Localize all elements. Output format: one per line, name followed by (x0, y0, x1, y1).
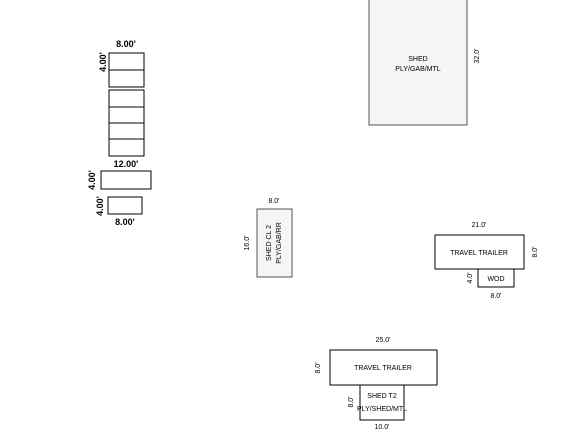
stack-box-bottom (107, 196, 143, 215)
stack-mid-height: 4.00' (87, 170, 97, 190)
tt2-dim-top: 25.0' (376, 337, 391, 344)
wod-dim-bottom: 8.0' (490, 293, 501, 300)
wod-label: WOD (487, 276, 504, 283)
tt2-outline (329, 349, 438, 386)
stack-bottom-width: 8.00' (115, 217, 135, 227)
stack-box-4 (108, 106, 145, 124)
wod-outline (477, 268, 515, 288)
tt1-dim-top: 21.0' (472, 222, 487, 229)
shed-cl2-dim-top: 8.0' (268, 198, 279, 205)
shed-main-outline (368, 0, 468, 126)
travel-trailer-1: 21.0' TRAVEL TRAILER 8.0' WOD 4.0' 8.0' (434, 222, 539, 300)
stack-box-2 (108, 69, 145, 88)
shed-main-line1: SHED (408, 56, 427, 63)
shed-main-dim-side: 32.0' (474, 49, 481, 64)
stack-box-5 (108, 122, 145, 140)
shed-main: SHED PLY/GAB/MTL 32.0' (368, 0, 481, 126)
stack-box-wide (100, 170, 152, 190)
shed-t2-outline (359, 384, 405, 421)
shed-t2-line1: SHED T2 (367, 393, 397, 400)
tt1-label: TRAVEL TRAILER (450, 250, 508, 257)
tt1-dim-side: 8.0' (532, 246, 539, 257)
shed-t2-dim-side: 8.0' (348, 396, 355, 407)
stack-box-3 (108, 89, 145, 108)
stack-box-6 (108, 138, 145, 157)
shed-cl2-line2: PLY/GAB/RR (276, 222, 283, 264)
wod-dim-side: 4.0' (467, 272, 474, 283)
shed-cl2-line1: SHED CL 2 (266, 225, 273, 261)
tt2-label: TRAVEL TRAILER (354, 365, 412, 372)
shed-cl2-dim-side: 16.0' (244, 236, 251, 251)
tt1-outline (434, 234, 525, 270)
shed-cl2: 8.0' 16.0' SHED CL 2 PLY/GAB/RR (244, 198, 293, 278)
stack-mid-width: 12.00' (114, 159, 139, 169)
travel-trailer-2: 25.0' TRAVEL TRAILER 8.0' SHED T2 PLY/SH… (315, 337, 438, 431)
stack-top-height: 4.00' (98, 52, 108, 72)
shed-cl2-outline (256, 208, 293, 278)
tt2-dim-side: 8.0' (315, 362, 322, 373)
stack-top-width: 8.00' (116, 39, 136, 49)
shed-t2-dim-bottom: 10.0' (375, 424, 390, 431)
stack-bottom-height: 4.00' (95, 196, 105, 216)
stacked-boxes: 8.00' 4.00' 12.00' 4.00' 4.00' 8.00' (87, 39, 152, 227)
shed-t2-line2: PLY/SHED/MTL (357, 406, 407, 413)
shed-main-line2: PLY/GAB/MTL (395, 66, 440, 73)
stack-box-1 (108, 52, 145, 71)
